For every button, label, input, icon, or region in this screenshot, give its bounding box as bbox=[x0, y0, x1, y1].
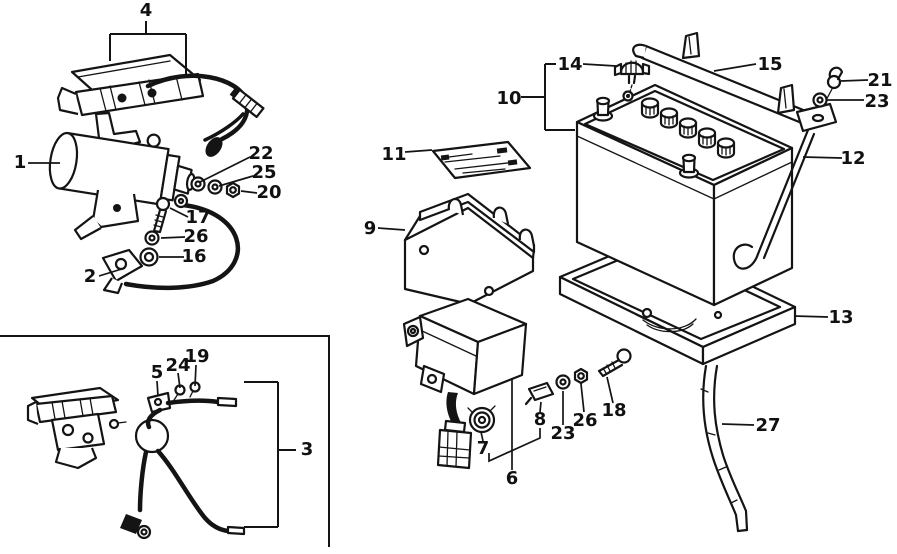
battery-post bbox=[592, 96, 614, 122]
callout-4: 4 bbox=[140, 0, 153, 21]
callout-1: 1 bbox=[14, 152, 27, 173]
bolt-18 bbox=[597, 348, 632, 378]
drain-tube-27 bbox=[700, 364, 749, 533]
callout-18: 18 bbox=[601, 400, 626, 421]
battery-vent-cap bbox=[678, 117, 698, 139]
battery-terminal-stud bbox=[622, 90, 634, 102]
callout-21: 21 bbox=[867, 70, 892, 91]
nut-20 bbox=[225, 181, 241, 199]
callout-26-regulator: 26 bbox=[572, 410, 597, 431]
callout-27: 27 bbox=[755, 415, 780, 436]
callout-leader-lines bbox=[28, 21, 869, 528]
callout-15: 15 bbox=[757, 54, 782, 75]
callout-12: 12 bbox=[840, 148, 865, 169]
callout-23-regulator: 23 bbox=[550, 423, 575, 444]
wing-cap-14 bbox=[613, 60, 651, 96]
ignition-coil bbox=[48, 131, 196, 206]
battery-vent-cap bbox=[716, 137, 736, 159]
battery-vent-cap bbox=[640, 97, 660, 119]
callout-11: 11 bbox=[381, 144, 406, 165]
callout-22: 22 bbox=[248, 143, 273, 164]
callout-5: 5 bbox=[151, 362, 164, 383]
grommet-7 bbox=[467, 405, 496, 434]
callout-17: 17 bbox=[185, 207, 210, 228]
callout-13: 13 bbox=[828, 307, 853, 328]
battery-vent-cap bbox=[697, 127, 717, 149]
battery bbox=[575, 83, 794, 307]
nut-26-regulator bbox=[573, 367, 589, 385]
washer-23-battery bbox=[812, 92, 828, 108]
callout-8: 8 bbox=[534, 409, 547, 430]
callout-3: 3 bbox=[301, 439, 314, 460]
callout-7: 7 bbox=[477, 438, 490, 459]
wire-terminal bbox=[229, 87, 265, 119]
inset-box-border bbox=[0, 335, 330, 547]
washer-25 bbox=[207, 179, 223, 195]
coil-bracket-variant bbox=[26, 386, 127, 470]
hook-bolt-21 bbox=[822, 66, 844, 107]
callout-14: 14 bbox=[557, 54, 582, 75]
callout-16: 16 bbox=[181, 246, 206, 267]
callout-labels: 1 2 3 4 5 6 7 8 9 10 11 12 13 14 15 16 1… bbox=[14, 0, 893, 489]
regulator-bracket-9 bbox=[403, 192, 536, 306]
coil-lead-wires bbox=[145, 73, 265, 157]
callout-26-coil: 26 bbox=[183, 226, 208, 247]
washer-22 bbox=[190, 176, 206, 192]
callout-19: 19 bbox=[184, 346, 209, 367]
clip-8 bbox=[524, 381, 555, 406]
bolt-17 bbox=[152, 196, 171, 234]
callout-20: 20 bbox=[256, 182, 281, 203]
coil-mount-strap bbox=[73, 189, 140, 241]
washer-23-regulator bbox=[555, 374, 571, 390]
battery-post bbox=[678, 153, 700, 179]
battery-vent-cap bbox=[659, 107, 679, 129]
callout-9: 9 bbox=[364, 218, 377, 239]
callout-6: 6 bbox=[506, 468, 519, 489]
harness-assembly-3 bbox=[120, 381, 246, 540]
callout-2: 2 bbox=[84, 266, 97, 287]
caution-label-plate bbox=[431, 140, 532, 180]
ground-strap-2 bbox=[101, 193, 241, 295]
callout-24: 24 bbox=[165, 355, 190, 376]
battery-tray-13 bbox=[558, 236, 797, 366]
voltage-regulator-6 bbox=[402, 297, 528, 470]
callout-10: 10 bbox=[496, 88, 521, 109]
callout-25: 25 bbox=[251, 162, 276, 183]
callout-23-battery: 23 bbox=[864, 91, 889, 112]
washer-26-coil bbox=[144, 230, 160, 246]
hold-down-rod-12 bbox=[732, 128, 816, 270]
spring-washer-16 bbox=[139, 247, 159, 267]
